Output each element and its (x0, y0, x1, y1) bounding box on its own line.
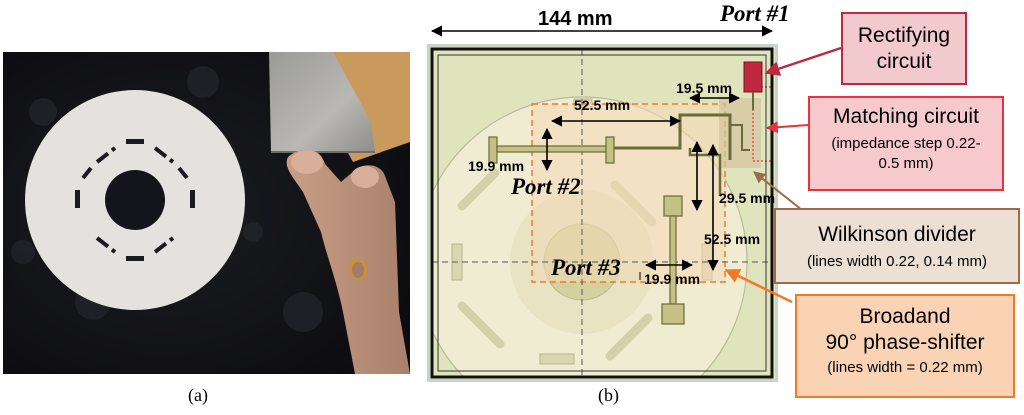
rectifying-line1: Rectifying (857, 24, 951, 47)
port-1-label: Port #1 (720, 1, 790, 26)
matching-circuit-callout: Matching circuit (impedance step 0.22- 0… (808, 96, 1004, 191)
dimension-29-5: 29.5 mm (719, 190, 776, 206)
matching-line2: (impedance step 0.22- (831, 135, 981, 152)
broadband-line2: 90° phase-shifter (825, 331, 985, 354)
rectifying-circuit-callout: Rectifying circuit (841, 12, 967, 85)
rectifying-line2: circuit (876, 50, 932, 73)
dimension-19-9-bottom: 19.9 mm (644, 271, 701, 287)
broadband-line3: (lines width = 0.22 mm) (827, 359, 983, 376)
caption-a: (a) (188, 385, 208, 405)
dimension-52-5-horizontal: 52.5 mm (574, 97, 631, 113)
wilkinson-line2: (lines width 0.22, 0.14 mm) (806, 253, 988, 270)
width-dimension-label: 144 mm (538, 8, 613, 30)
broadband-phase-shifter-callout: Broadand 90° phase-shifter (lines width … (795, 294, 1015, 398)
prototype-photo (3, 52, 410, 374)
wilkinson-divider-callout: Wilkinson divider (lines width 0.22, 0.1… (774, 208, 1020, 284)
matching-line3: 0.5 mm) (878, 155, 934, 172)
photo-panel (3, 52, 410, 374)
caption-b: (b) (598, 385, 619, 405)
wilkinson-line1: Wilkinson divider (818, 223, 976, 246)
dimension-19-9-left: 19.9 mm (468, 158, 525, 174)
dimension-19-5: 19.5 mm (676, 80, 733, 96)
port-3-label: Port #3 (551, 255, 621, 280)
port-2-label: Port #2 (511, 174, 581, 199)
broadband-line1: Broadand (859, 305, 951, 328)
dimension-52-5-vertical: 52.5 mm (704, 231, 761, 247)
matching-line1: Matching circuit (833, 105, 979, 128)
